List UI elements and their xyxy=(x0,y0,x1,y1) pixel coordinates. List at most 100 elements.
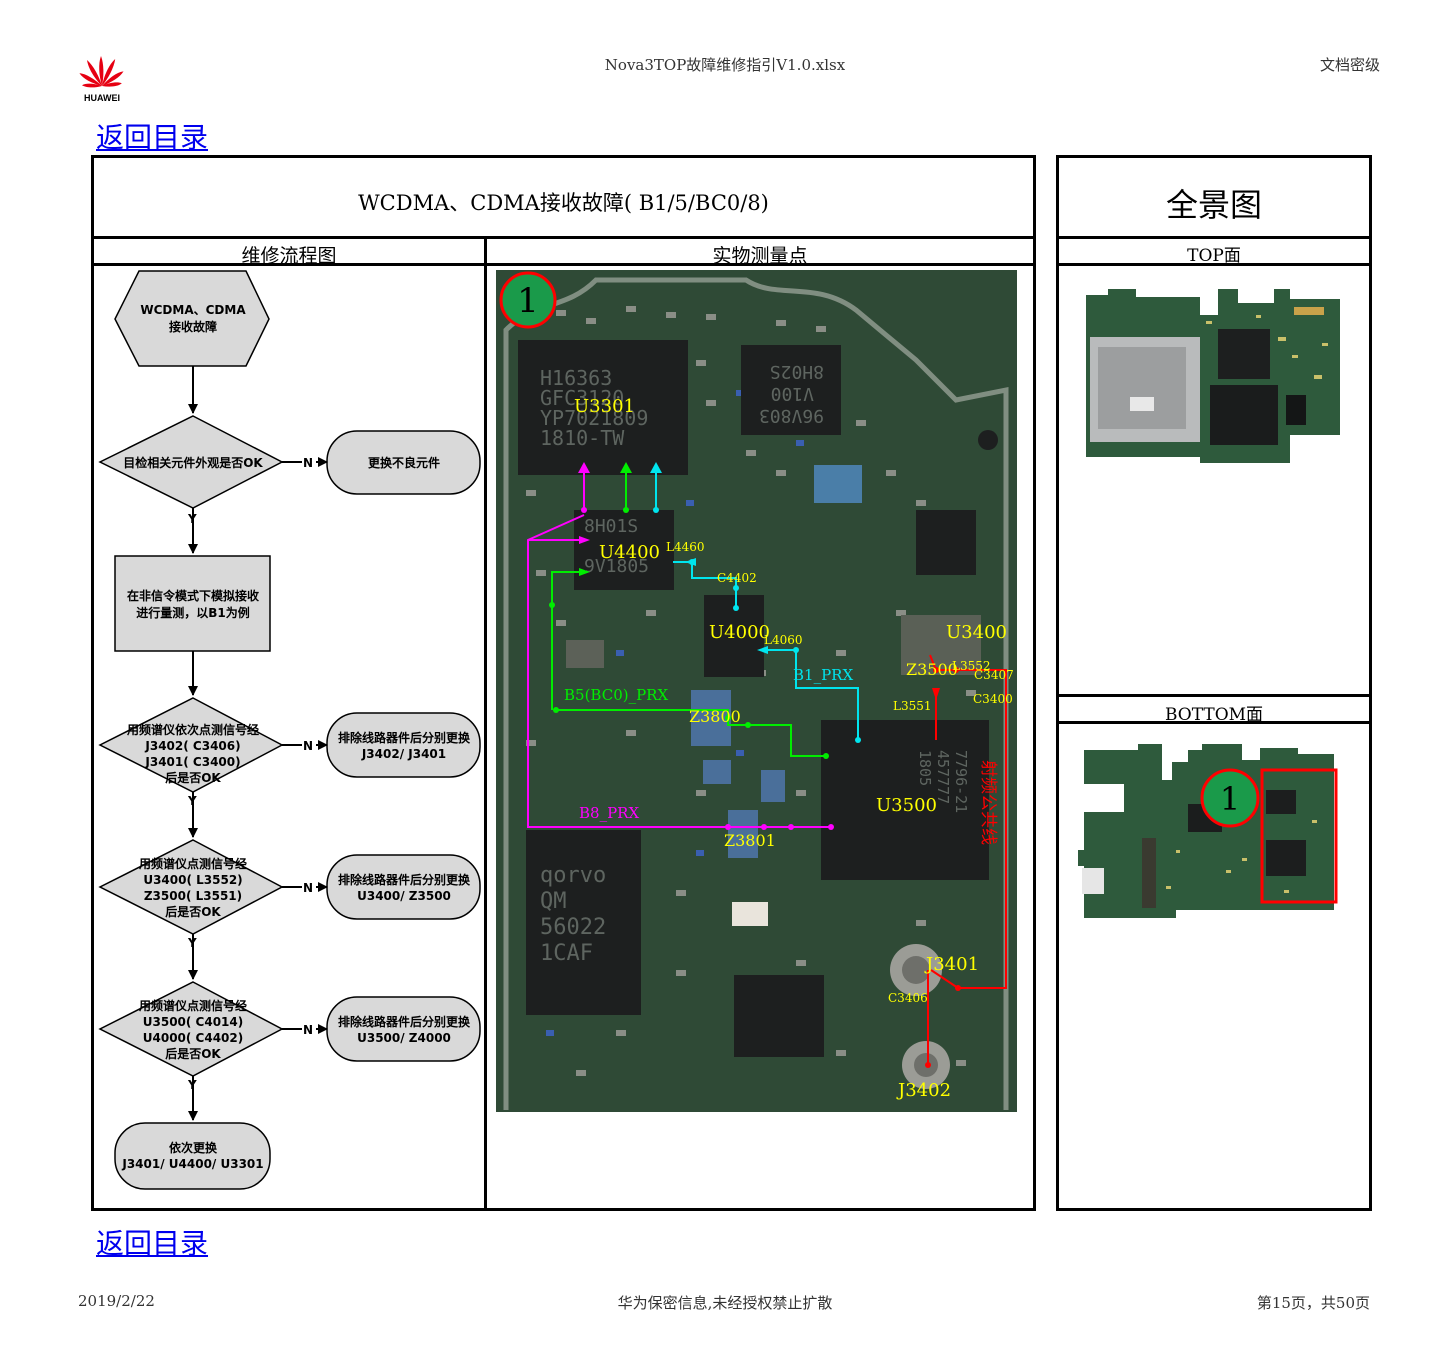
label-c3407: C3407 xyxy=(974,668,1014,682)
footer-date: 2019/2/22 xyxy=(78,1292,155,1310)
footer-page-number: 第15页，共50页 xyxy=(1256,1294,1370,1312)
end-node-replace xyxy=(114,1122,271,1190)
label-l3551: L3551 xyxy=(893,699,932,713)
label-u3301: U3301 xyxy=(574,396,635,417)
svg-text:依次更换: 依次更换 xyxy=(169,1140,218,1155)
svg-text:在非信令模式下模拟接收: 在非信令模式下模拟接收 xyxy=(127,588,259,603)
svg-text:V100: V100 xyxy=(771,383,814,404)
region-marker xyxy=(1200,768,1260,828)
label-u4000: U4000 xyxy=(709,622,770,643)
label-z3801: Z3801 xyxy=(724,831,776,850)
svg-text:9V1805: 9V1805 xyxy=(584,556,649,577)
svg-text:N: N xyxy=(303,456,313,470)
svg-text:后是否OK: 后是否OK xyxy=(165,904,221,919)
svg-text:1810-TW: 1810-TW xyxy=(540,426,625,450)
process-nonsignal-mode xyxy=(114,555,271,652)
svg-text:更换不良元件: 更换不良元件 xyxy=(368,455,440,470)
page-title: WCDMA、CDMA接收故障( B1/5/BC0/8) xyxy=(358,191,769,215)
rf-common-trace xyxy=(927,654,1007,1065)
overview-title: 全景图 xyxy=(1165,186,1262,224)
overview-table xyxy=(1056,155,1372,1211)
svg-text:U3500( C4014): U3500( C4014) xyxy=(143,1015,244,1029)
decision-check-u3400-z3500 xyxy=(98,839,284,935)
svg-text:1: 1 xyxy=(1220,780,1240,818)
svg-text:8H02S: 8H02S xyxy=(770,361,824,382)
svg-text:QM: QM xyxy=(540,889,567,914)
label-c3406: C3406 xyxy=(888,991,928,1005)
svg-text:目检相关元件外观是否OK: 目检相关元件外观是否OK xyxy=(123,455,263,470)
label-l4060: L4060 xyxy=(764,633,803,647)
svg-text:进行量测，以B1为例: 进行量测，以B1为例 xyxy=(136,605,250,620)
label-j3401: J3401 xyxy=(924,954,979,975)
back-to-contents-link-top[interactable]: 返回目录 xyxy=(96,121,209,154)
svg-text:用频谱仪点测信号经: 用频谱仪点测信号经 xyxy=(138,856,247,871)
svg-text:HUAWEI: HUAWEI xyxy=(84,93,120,102)
highlight-region-box xyxy=(1260,768,1338,904)
svg-text:qorvo: qorvo xyxy=(540,863,606,888)
svg-text:8H01S: 8H01S xyxy=(584,516,638,537)
svg-text:96V803: 96V803 xyxy=(759,405,824,426)
label-u3400: U3400 xyxy=(946,622,1007,643)
top-board-image xyxy=(1086,289,1340,463)
svg-text:Y: Y xyxy=(187,794,197,808)
label-u4400: U4400 xyxy=(599,542,660,563)
svg-text:56022: 56022 xyxy=(540,915,606,940)
label-rf-common-line: 射频公共线 xyxy=(978,760,998,845)
svg-text:J3401/ U4400/ U3301: J3401/ U4400/ U3301 xyxy=(121,1157,263,1171)
svg-text:N: N xyxy=(303,881,313,895)
top-side-label: TOP面 xyxy=(1187,246,1241,266)
repair-flowchart: Y Y Y Y N N N N WCDMA、CDMA 接收故障 目检相关元件外观… xyxy=(98,270,481,1190)
svg-text:1CAF: 1CAF xyxy=(540,941,593,966)
label-b8-prx: B8_PRX xyxy=(579,804,639,822)
decision-check-u3500-u4000 xyxy=(98,981,284,1077)
action-replace-j3402-j3401 xyxy=(326,712,481,778)
svg-text:GFC3120: GFC3120 xyxy=(540,386,624,410)
start-node xyxy=(114,270,270,367)
svg-text:U3400/ Z3500: U3400/ Z3500 xyxy=(357,889,451,903)
svg-text:U4000( C4402): U4000( C4402) xyxy=(143,1031,244,1045)
label-j3402: J3402 xyxy=(896,1080,951,1101)
back-to-contents-link-bottom[interactable]: 返回目录 xyxy=(96,1227,209,1260)
points-section-title: 实物测量点 xyxy=(712,245,808,267)
label-l3552: L3552 xyxy=(952,659,991,673)
main-table xyxy=(91,155,1036,1211)
svg-text:7796-21: 7796-21 xyxy=(952,750,970,813)
svg-text:U3400( L3552): U3400( L3552) xyxy=(143,873,242,887)
svg-text:Y: Y xyxy=(187,1078,197,1092)
label-c3400: C3400 xyxy=(973,692,1013,706)
label-l4460: L4460 xyxy=(666,540,705,554)
label-b1-prx: B1_PRX xyxy=(793,666,853,684)
svg-text:用频谱仪点测信号经: 用频谱仪点测信号经 xyxy=(138,998,247,1013)
svg-text:接收故障: 接收故障 xyxy=(169,319,217,334)
svg-text:457777: 457777 xyxy=(934,750,952,804)
svg-text:1805: 1805 xyxy=(916,750,934,786)
svg-text:WCDMA、CDMA: WCDMA、CDMA xyxy=(140,303,246,317)
svg-text:N: N xyxy=(303,739,313,753)
label-u3500: U3500 xyxy=(876,795,937,816)
pcb-measurement-photo: H16363 GFC3120 YP7021809 1810-TW 96V803 … xyxy=(496,270,1017,1112)
svg-text:Z3500( L3551): Z3500( L3551) xyxy=(144,889,242,903)
label-c4402: C4402 xyxy=(717,571,757,585)
svg-text:Y: Y xyxy=(187,936,197,950)
label-z3500: Z3500 xyxy=(906,660,958,679)
svg-text:1: 1 xyxy=(517,281,539,321)
svg-text:H16363: H16363 xyxy=(540,366,612,390)
svg-text:排除线路器件后分别更换: 排除线路器件后分别更换 xyxy=(338,730,471,745)
region-marker-1: 1 xyxy=(499,271,557,329)
svg-text:J3402/ J3401: J3402/ J3401 xyxy=(361,747,446,761)
svg-text:N: N xyxy=(303,1023,313,1037)
svg-text:用频谱仪依次点测信号经: 用频谱仪依次点测信号经 xyxy=(126,722,259,737)
huawei-logo-icon: HUAWEI xyxy=(79,56,124,103)
security-level: 文档密级 xyxy=(1319,56,1380,74)
huawei-logo: HUAWEI xyxy=(74,52,130,103)
svg-text:J3402( C3406): J3402( C3406) xyxy=(144,739,240,753)
label-z3800: Z3800 xyxy=(689,707,741,726)
action-replace-u3400-z3500 xyxy=(326,854,481,920)
svg-text:排除线路器件后分别更换: 排除线路器件后分别更换 xyxy=(338,1014,471,1029)
bottom-board-image: 1 xyxy=(1078,744,1338,918)
svg-text:排除线路器件后分别更换: 排除线路器件后分别更换 xyxy=(338,872,471,887)
svg-text:YP7021809: YP7021809 xyxy=(540,406,648,430)
bottom-side-label: BOTTOM面 xyxy=(1164,705,1264,725)
file-name: Nova3TOP故障维修指引V1.0.xlsx xyxy=(604,56,846,74)
flow-section-title: 维修流程图 xyxy=(241,245,337,267)
